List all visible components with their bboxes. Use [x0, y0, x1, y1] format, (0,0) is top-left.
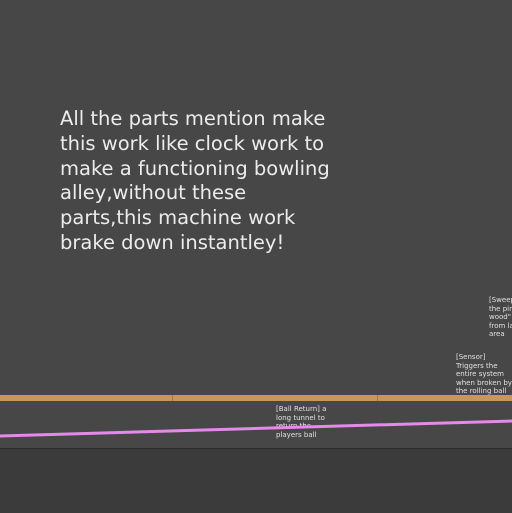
- sweep-annotation: [Sweep the pin wood" b from la area: [489, 296, 512, 339]
- lane-marker: [377, 395, 378, 401]
- ball-return-tunnel-line: [0, 419, 512, 438]
- bowling-lane: [0, 395, 512, 401]
- main-text: All the parts mention make this work lik…: [60, 107, 330, 254]
- ball-return-line: [0, 419, 512, 438]
- slide-canvas: All the parts mention make this work lik…: [0, 107, 512, 439]
- lane-marker: [172, 395, 173, 401]
- sensor-annotation: [Sensor] Triggers the entire system when…: [456, 353, 512, 396]
- bottom-panel: [0, 448, 512, 513]
